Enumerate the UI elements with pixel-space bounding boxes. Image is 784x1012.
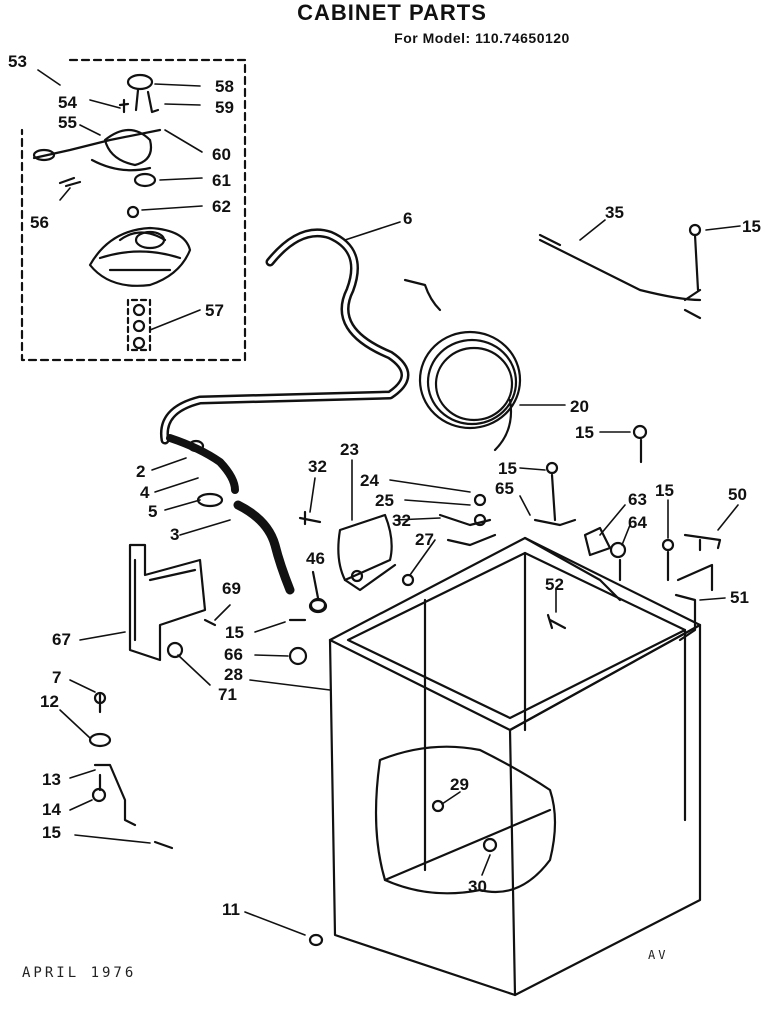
- callout-15g: 15: [42, 823, 61, 842]
- callout-24: 24: [360, 471, 379, 490]
- callout-60: 60: [212, 145, 231, 164]
- drain-hose: [159, 228, 410, 445]
- callout-6: 6: [403, 209, 412, 228]
- mounting-bracket: [128, 543, 217, 662]
- callout-15a: 15: [742, 217, 761, 236]
- callout-2: 2: [136, 462, 145, 481]
- callout-58: 58: [215, 77, 234, 96]
- callout-66: 66: [224, 645, 243, 664]
- callout-5: 5: [148, 502, 157, 521]
- callout-65: 65: [495, 479, 514, 498]
- wire-harness: [538, 233, 702, 320]
- callout-20: 20: [570, 397, 589, 416]
- callout-52: 52: [545, 575, 564, 594]
- callout-71: 71: [218, 685, 237, 704]
- callout-15c: 15: [498, 459, 517, 478]
- callout-30: 30: [468, 877, 487, 896]
- callout-15f: 15: [225, 623, 244, 642]
- callout-56: 56: [30, 213, 49, 232]
- cabinet-top-parts: [298, 493, 497, 592]
- callout-7: 7: [52, 668, 61, 687]
- callout-63: 63: [628, 490, 647, 509]
- callout-50: 50: [728, 485, 747, 504]
- callout-62: 62: [212, 197, 231, 216]
- callout-32a: 32: [308, 457, 327, 476]
- callout-54: 54: [58, 93, 77, 112]
- cabinet-body: [328, 536, 702, 997]
- callout-15b: 15: [575, 423, 594, 442]
- hose-fittings: [166, 434, 328, 614]
- callout-35: 35: [605, 203, 624, 222]
- callout-14: 14: [42, 800, 61, 819]
- callout-28: 28: [224, 665, 243, 684]
- callout-32b: 32: [392, 511, 411, 530]
- leveling-leg: [88, 691, 174, 850]
- inset-box: [20, 58, 247, 362]
- callout-51: 51: [730, 588, 749, 607]
- callout-69: 69: [222, 579, 241, 598]
- callout-57: 57: [205, 301, 224, 320]
- callout-29: 29: [450, 775, 469, 794]
- callout-67: 67: [52, 630, 71, 649]
- footer-code: AV: [648, 948, 669, 962]
- model-number: For Model: 110.74650120: [394, 30, 570, 46]
- right-side-parts: [533, 424, 722, 642]
- callout-46: 46: [306, 549, 325, 568]
- callout-labels: 53 54 55 56 57 58 59 60 61 62 6 35 15 15…: [8, 52, 761, 919]
- callout-55: 55: [58, 113, 77, 132]
- callout-59: 59: [215, 98, 234, 117]
- callout-13: 13: [42, 770, 61, 789]
- callout-12: 12: [40, 692, 59, 711]
- power-cord: [403, 278, 522, 452]
- callout-53: 53: [8, 52, 27, 71]
- callout-61: 61: [212, 171, 231, 190]
- callout-27: 27: [415, 530, 434, 549]
- callout-4: 4: [140, 483, 150, 502]
- callout-15d: 15: [655, 481, 674, 500]
- callout-11: 11: [222, 900, 240, 919]
- diagram-title: CABINET PARTS: [297, 0, 487, 25]
- callout-25: 25: [375, 491, 394, 510]
- callout-23: 23: [340, 440, 359, 459]
- callout-3: 3: [170, 525, 179, 544]
- footer-date: APRIL 1976: [22, 965, 137, 981]
- callout-64: 64: [628, 513, 647, 532]
- pump-assembly: [32, 73, 192, 352]
